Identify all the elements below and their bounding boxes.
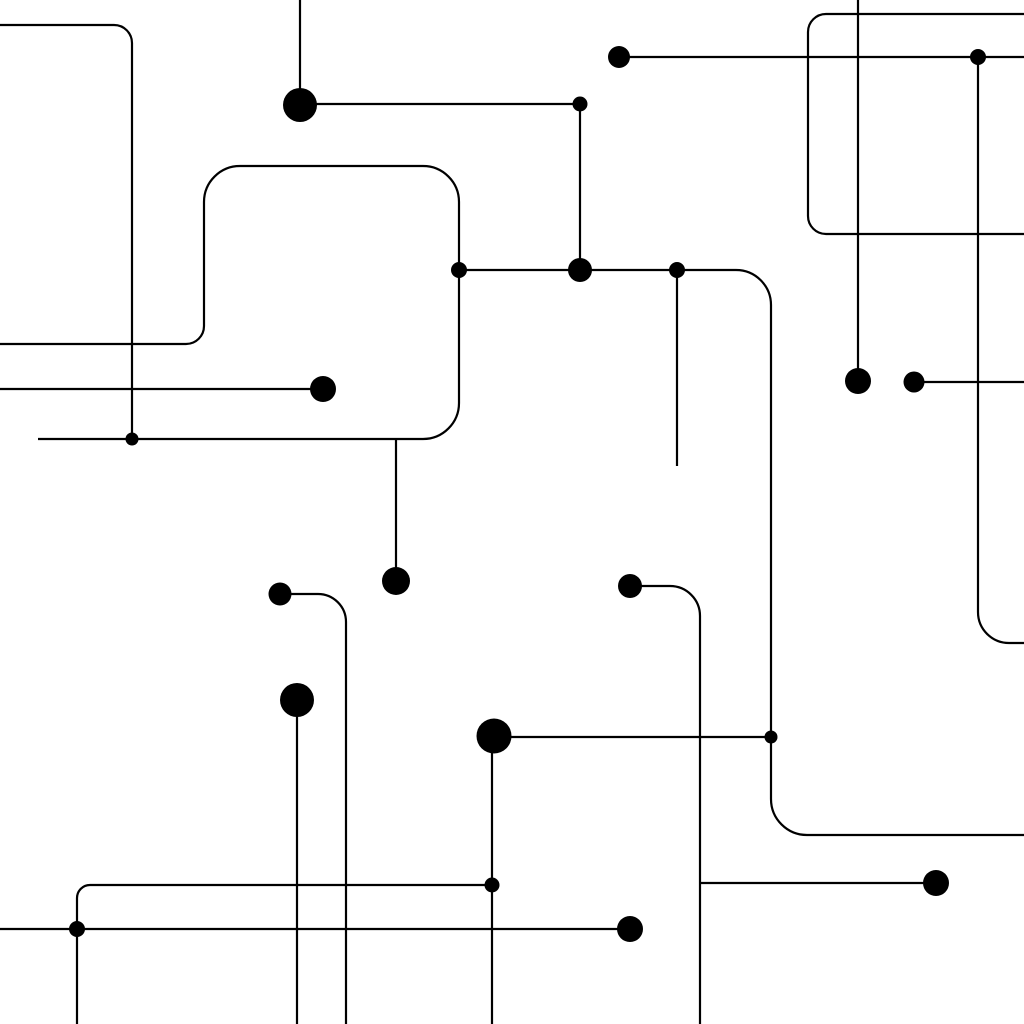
node-junction	[764, 730, 778, 744]
trace-lower-curve-b	[630, 584, 702, 1024]
node-medium	[268, 582, 292, 606]
node-medium	[617, 916, 643, 942]
node-junction	[970, 49, 986, 65]
node-junction	[451, 262, 467, 278]
trace-top-left-border	[0, 23, 134, 439]
trace-center-horizontal	[459, 268, 1024, 837]
trace-right-vertical-b	[976, 57, 1024, 645]
node-medium	[382, 567, 410, 595]
node-medium	[310, 376, 336, 402]
node-group	[69, 46, 986, 942]
node-junction	[125, 432, 139, 446]
node-medium	[568, 258, 592, 282]
trace-lower-curve-a	[280, 592, 348, 1024]
node-large	[280, 683, 314, 717]
node-junction	[669, 262, 685, 278]
node-junction	[484, 877, 500, 893]
trace-top-right-box	[806, 12, 1024, 236]
node-large	[283, 88, 317, 122]
node-junction	[572, 96, 588, 112]
node-medium	[618, 574, 642, 598]
node-medium	[845, 368, 871, 394]
node-medium	[903, 371, 925, 393]
node-medium	[608, 46, 630, 68]
trace-left-lower-horizontal	[0, 164, 461, 441]
trace-bottom-corner	[75, 883, 492, 1024]
node-medium	[923, 870, 949, 896]
node-junction	[69, 921, 85, 937]
node-large	[476, 718, 512, 754]
